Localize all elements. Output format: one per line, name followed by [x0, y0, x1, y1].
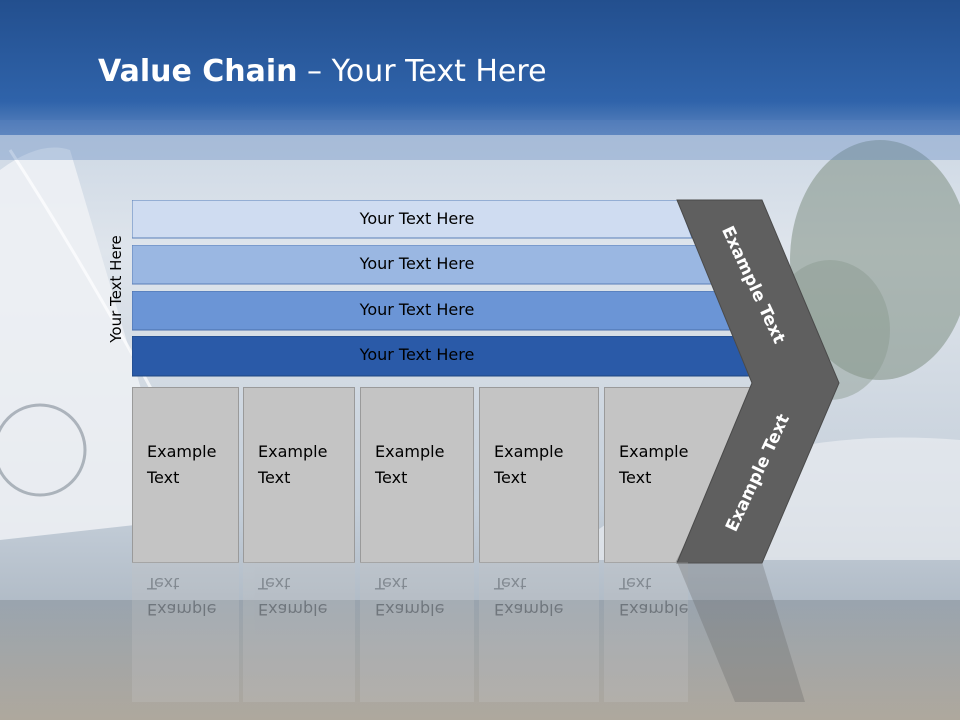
box-4-line2: Text — [494, 468, 527, 487]
row-2-label: Your Text Here — [359, 254, 475, 273]
row-1: Your Text Here — [132, 200, 694, 240]
box-4-line1: Example — [494, 442, 564, 461]
title-bold: Value Chain — [98, 54, 298, 89]
box-3-line1: Example — [375, 442, 445, 461]
row-3: Your Text Here — [132, 291, 741, 331]
box-5-line2: Text — [619, 468, 652, 487]
vertical-label: Your Text Here — [107, 235, 125, 343]
slide-title: Value Chain – Your Text Here — [98, 54, 547, 89]
row-1-shape — [132, 200, 693, 239]
row-1-label: Your Text Here — [359, 209, 475, 228]
box-1-line1: Example — [147, 442, 217, 461]
row-2: Your Text Here — [132, 245, 718, 285]
row-4: Your Text Here — [132, 336, 765, 377]
chevron-reflection — [677, 562, 805, 702]
row-3-label: Your Text Here — [359, 300, 475, 319]
box-2-line1: Example — [258, 442, 328, 461]
box-5-line1: Example — [619, 442, 689, 461]
value-chevron — [676, 199, 840, 564]
row-4-label: Your Text Here — [359, 345, 475, 364]
box-1-line2: Text — [147, 468, 180, 487]
title-regular: – Your Text Here — [297, 54, 547, 89]
box-2-line2: Text — [258, 468, 291, 487]
box-3-line2: Text — [375, 468, 408, 487]
